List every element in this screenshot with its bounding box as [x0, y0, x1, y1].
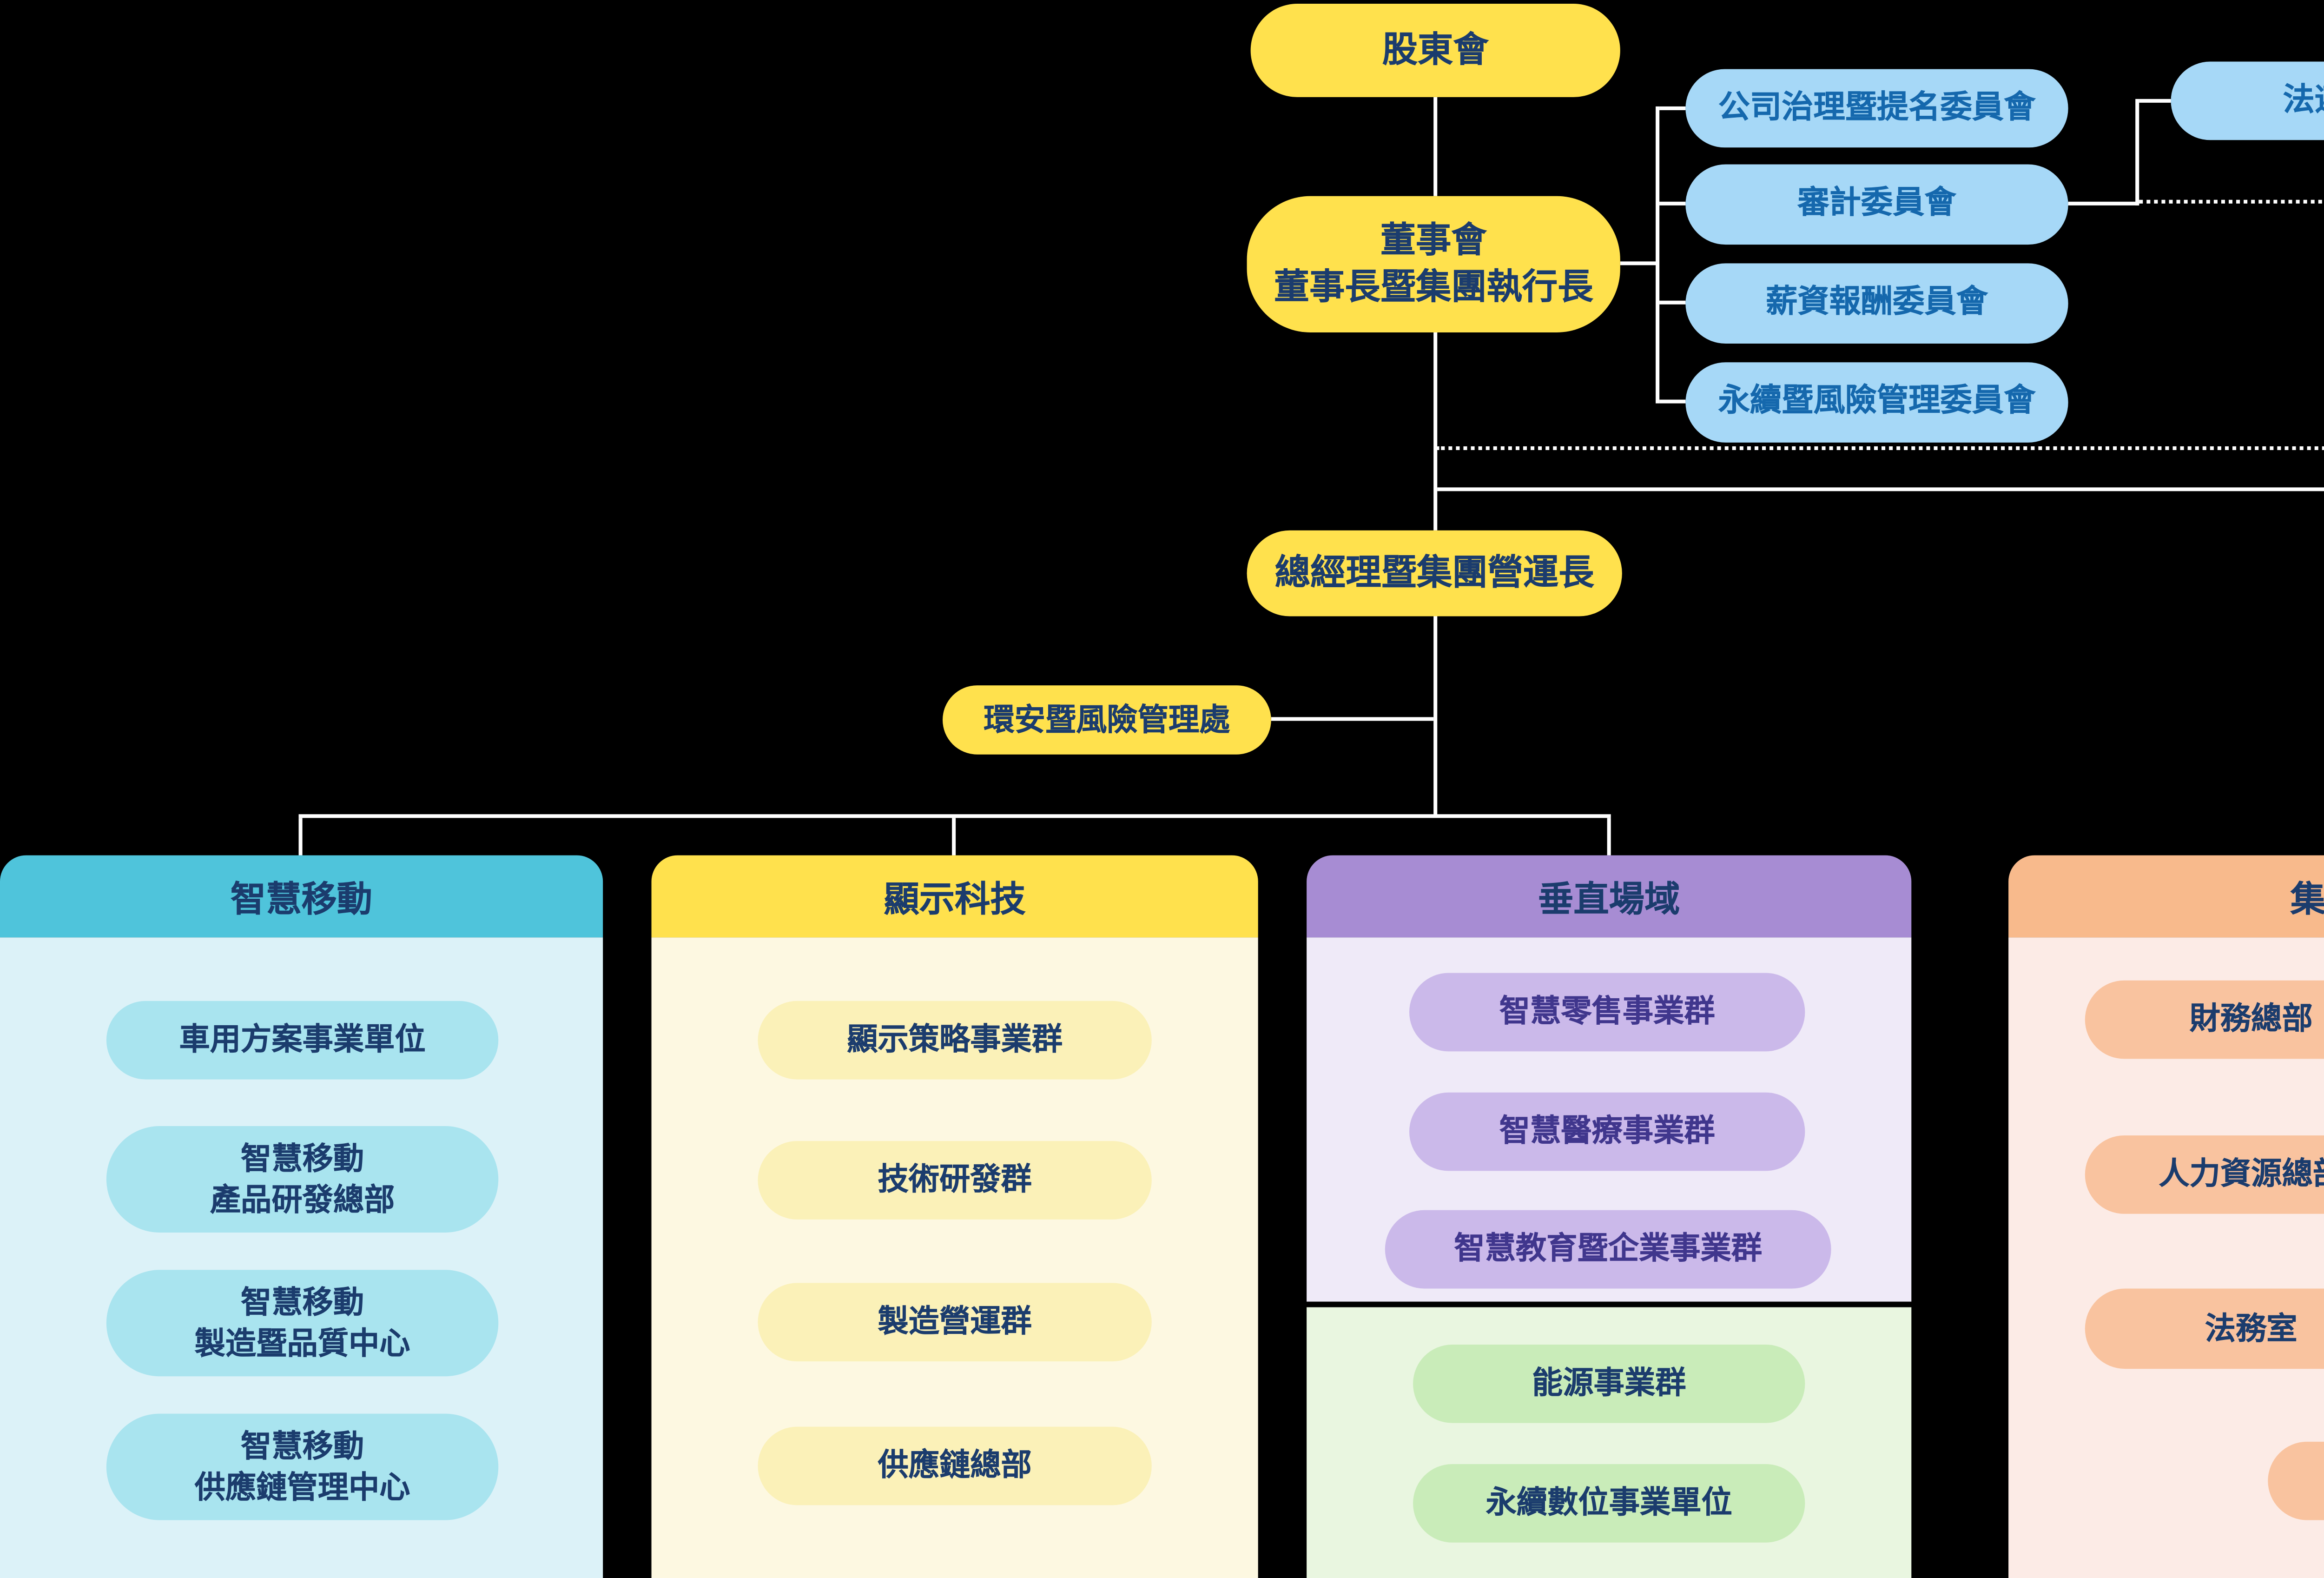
connector-audit-riser-v [2135, 99, 2139, 206]
committee-label: 永續暨風險管理委員會 [1718, 384, 2036, 421]
committee-governance-nomination: 公司治理暨提名委員會 [1685, 69, 2068, 148]
unit-smart-healthcare: 智慧醫療事業群 [1409, 1092, 1805, 1171]
unit-label: 財務總部 [2189, 1001, 2313, 1037]
unit-label: 智慧教育暨企業事業群 [1454, 1231, 1763, 1267]
committee-label: 薪資報酬委員會 [1766, 285, 1988, 322]
node-president-coo: 總經理暨集團營運長 [1247, 530, 1622, 617]
node-chief-compliance-label: 法遵總顧問 [2283, 82, 2324, 119]
unit-technology-rd: 技術研發群 [758, 1141, 1152, 1220]
node-board-title: 董事會 [1380, 220, 1487, 261]
connector-drop-col1 [298, 818, 303, 855]
connector-col4-horizontal [1437, 487, 2324, 491]
committee-sustainability-risk: 永續暨風險管理委員會 [1685, 362, 2068, 443]
unit-supply-chain-hq: 供應鏈總部 [758, 1426, 1152, 1505]
unit-automotive-solutions: 車用方案事業單位 [106, 1001, 499, 1080]
node-president-label: 總經理暨集團營運長 [1274, 552, 1594, 593]
unit-sm-manufacturing-quality: 智慧移動 製造暨品質中心 [106, 1270, 499, 1377]
column-title: 顯示科技 [884, 878, 1026, 920]
node-chief-compliance: 法遵總顧問 [2171, 61, 2324, 140]
unit-label: 技術研發群 [878, 1162, 1032, 1198]
column-title: 智慧移動 [230, 878, 373, 920]
connector-board-bracket [1620, 261, 1658, 265]
connector-stub-committee-2 [1659, 201, 1686, 206]
unit-sm-product-rd: 智慧移動 產品研發總部 [106, 1126, 499, 1233]
connector-president-main [1433, 616, 1438, 816]
unit-energy: 能源事業群 [1413, 1344, 1805, 1423]
connector-drop-col2 [952, 818, 956, 855]
unit-label: 法務室 [2205, 1310, 2298, 1346]
unit-sm-supply-chain: 智慧移動 供應鏈管理中心 [106, 1413, 499, 1520]
connector-stub-committee-3 [1659, 300, 1686, 305]
unit-sustainable-digital: 永續數位事業單位 [1413, 1464, 1805, 1543]
unit-finance-hq: 財務總部 [2085, 980, 2324, 1059]
column-header-smart-mobility: 智慧移動 [0, 855, 603, 938]
node-board-subtitle: 董事長暨集團執行長 [1274, 266, 1593, 307]
column-title: 垂直場域 [1538, 878, 1680, 920]
node-board: 董事會 董事長暨集團執行長 [1247, 196, 1620, 332]
connector-board-president [1433, 332, 1438, 530]
committee-audit: 審計委員會 [1685, 164, 2068, 245]
unit-display-strategy: 顯示策略事業群 [758, 1001, 1152, 1080]
unit-label-line2: 供應鏈管理中心 [194, 1469, 410, 1505]
node-shareholders: 股東會 [1250, 4, 1620, 97]
committee-label: 公司治理暨提名委員會 [1718, 89, 2036, 127]
unit-label-line1: 智慧移動 [241, 1141, 364, 1177]
unit-label-line1: 智慧移動 [241, 1428, 364, 1465]
column-header-group-support: 集團營運支援單位 [2008, 855, 2324, 938]
connector-drop-col3 [1607, 818, 1611, 855]
unit-smart-retail: 智慧零售事業群 [1409, 973, 1805, 1052]
unit-label: 智慧零售事業群 [1499, 994, 1715, 1030]
connector-main-horizontal [298, 814, 1611, 818]
column-title: 集團營運支援單位 [2290, 878, 2324, 920]
unit-legal-office: 法務室 [2085, 1288, 2324, 1369]
dotted-horizontal-return [1435, 446, 2324, 451]
unit-label-line2: 製造暨品質中心 [194, 1325, 410, 1361]
committee-compensation: 薪資報酬委員會 [1685, 263, 2068, 344]
unit-manufacturing-ops: 製造營運群 [758, 1283, 1152, 1362]
unit-label: 供應鏈總部 [878, 1447, 1032, 1484]
connector-ehs-stub [1271, 717, 1434, 721]
node-shareholders-label: 股東會 [1382, 29, 1489, 71]
connector-audit-riser-h [2068, 201, 2139, 206]
unit-label: 製造營運群 [878, 1304, 1032, 1340]
unit-label: 智慧醫療事業群 [1499, 1114, 1715, 1149]
node-ehs-risk-label: 環安暨風險管理處 [984, 702, 1230, 737]
column-header-display-tech: 顯示科技 [651, 855, 1258, 938]
unit-smart-education-enterprise: 智慧教育暨企業事業群 [1385, 1210, 1831, 1289]
unit-hr-hq: 人力資源總部 [2085, 1135, 2324, 1214]
connector-stub-committee-4 [1659, 399, 1686, 404]
connector-bracket-vertical [1656, 106, 1660, 404]
unit-label: 永續數位事業單位 [1486, 1485, 1732, 1521]
unit-label: 能源事業群 [1532, 1366, 1686, 1401]
committee-label: 審計委員會 [1797, 186, 1956, 223]
node-ehs-risk: 環安暨風險管理處 [943, 685, 1271, 755]
connector-shareholders-board [1433, 97, 1438, 196]
unit-label: 人力資源總部 [2159, 1156, 2324, 1192]
column-header-vertical-domains: 垂直場域 [1307, 855, 1912, 938]
dotted-audit-right [2139, 199, 2324, 204]
unit-label-line1: 智慧移動 [241, 1285, 364, 1320]
connector-riser-compliance [2139, 99, 2171, 103]
unit-label: 顯示策略事業群 [847, 1022, 1063, 1058]
unit-label: 車用方案事業單位 [179, 1022, 426, 1058]
unit-label-line2: 產品研發總部 [210, 1181, 395, 1217]
connector-stub-committee-1 [1659, 106, 1686, 110]
